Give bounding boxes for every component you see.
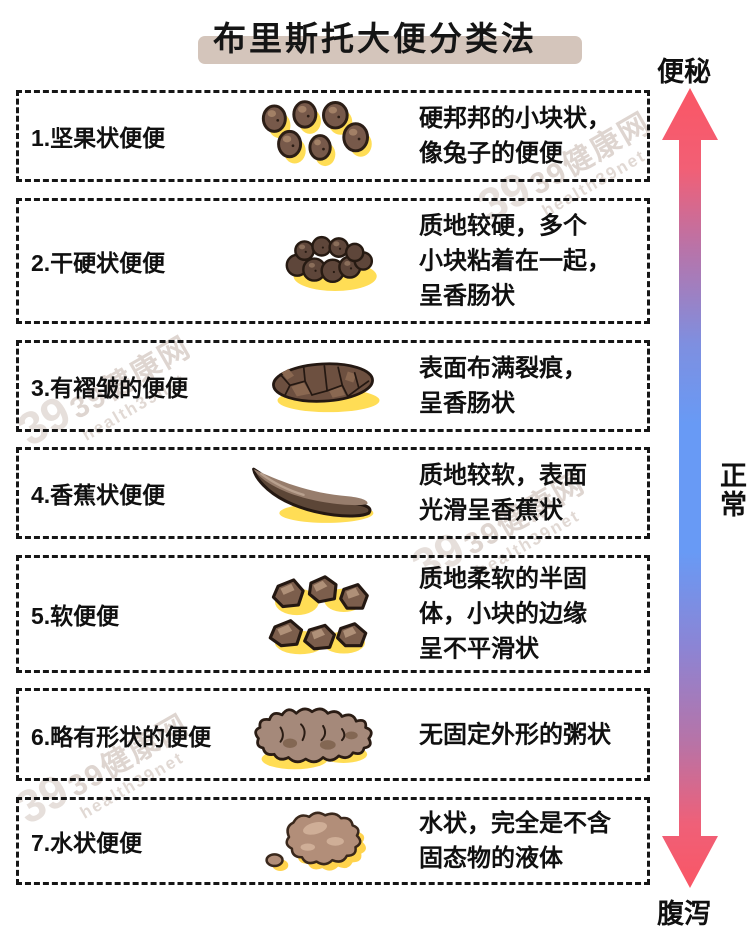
stool-type-row-6: 6.略有形状的便便 无固定外形的粥状: [16, 688, 650, 781]
stool-type-description: 表面布满裂痕， 呈香肠状: [419, 355, 587, 417]
constipation-label: 便秘: [657, 57, 711, 87]
stool-type-description: 硬邦邦的小块状， 像兔子的便便: [419, 105, 611, 167]
stool-type-description: 水状，完全是不含 固态物的液体: [419, 810, 611, 872]
stool-type-row-4: 4.香蕉状便便 质地较软，表面 光滑呈香蕉状: [16, 447, 650, 539]
stool-type-description: 质地较软，表面 光滑呈香蕉状: [419, 462, 587, 524]
stool-type-description: 质地柔软的半固 体，小块的边缘 呈不平滑状: [419, 565, 587, 663]
stool-type-label: 1.坚果状便便: [31, 125, 166, 151]
stool-type-label: 4.香蕉状便便: [31, 482, 166, 508]
diarrhea-label: 腹泻: [657, 899, 711, 929]
stool-illustration-mushy-pile: [254, 707, 373, 769]
page-title: 布里斯托大便分类法: [0, 12, 750, 64]
title-text: 布里斯托大便分类法: [213, 20, 537, 57]
stool-type-description: 无固定外形的粥状: [419, 721, 611, 748]
stool-type-description: 质地较硬，多个 小块粘着在一起， 呈香肠状: [419, 212, 611, 310]
stool-illustration-cracked-sausage: [272, 362, 380, 413]
stool-type-row-5: 5.软便便 质地柔软的半固 体，小块: [16, 555, 650, 673]
stool-illustration-nut-pellets: [261, 100, 372, 167]
stool-type-label: 6.略有形状的便便: [31, 723, 212, 750]
stool-type-row-2: 2.干硬状便便 质地较硬，多个 小块粘着在一起， 呈香肠状: [16, 198, 650, 324]
stool-type-row-1: 1.坚果状便便 硬邦邦的小块状， 像兔子的便便: [16, 90, 650, 182]
stool-type-label: 2.干硬状便便: [31, 250, 166, 276]
stool-type-row-7: 7.水状便便 水状，完全是不含 固态物的液体: [16, 797, 650, 885]
stool-illustration-smooth-banana: [252, 467, 374, 523]
stool-illustration-liquid-puddle: [265, 811, 367, 871]
normal-label: 正常: [716, 461, 746, 519]
stool-type-label: 5.软便便: [31, 603, 120, 629]
stool-type-label: 7.水状便便: [31, 830, 143, 856]
severity-gradient-arrow: [662, 88, 718, 888]
stool-type-row-3: 3.有褶皱的便便 表面布满裂痕， 呈香肠状: [16, 340, 650, 432]
stool-illustration-lumpy-cluster: [285, 235, 377, 291]
stool-illustration-soft-blobs: [268, 575, 369, 655]
stool-type-label: 3.有褶皱的便便: [31, 375, 189, 401]
